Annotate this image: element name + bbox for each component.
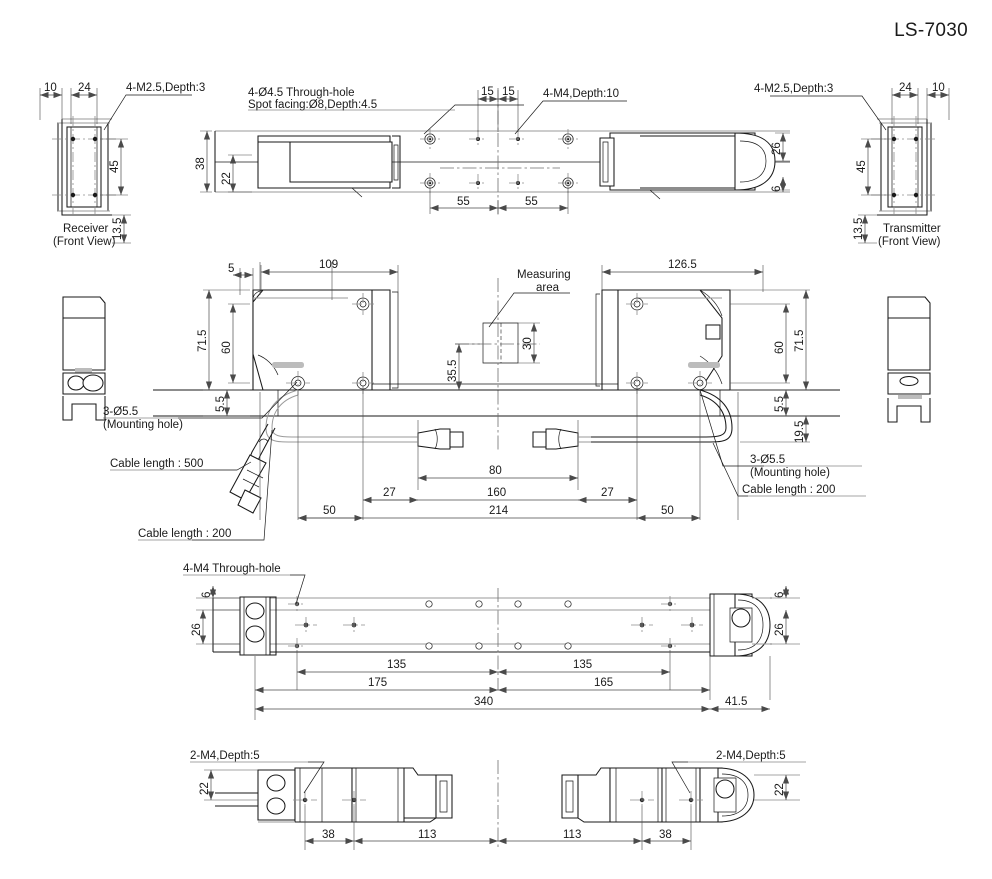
dim-middle-214: 214 [489,505,509,517]
view-receiver-front: 10 24 45 13.5 4-M2.5,Depth:3 Receiver (F… [39,82,205,248]
dim-measuring-offset-35-5: 35.5 [447,360,459,382]
dim-middle-right-60: 60 [774,341,786,354]
dim-receiver-edge-offset: 10 [44,82,57,94]
dim-transmitter-width: 24 [899,82,912,94]
note-mount-hole-left-line2: (Mounting hole) [103,419,183,431]
label-transmitter-line2: (Front View) [878,236,941,248]
right-head-mount-holes [626,293,712,395]
note-bottom-through-hole: 4-M4 Through-hole [183,563,281,575]
view-bottom-plan: 6 26 6 26 135 135 175 165 340 41.5 [183,563,800,720]
view-left-side-profile [62,296,106,421]
note-mount-hole-right-line2: (Mounting hole) [750,467,830,479]
dim-bottom-6-left: 6 [201,592,213,598]
dim-bottom-6-right: 6 [774,592,786,598]
connector-left [405,428,464,450]
view-top-plan: 38 22 55 55 15 15 26 6 4-Ø4.5 Throug [195,86,790,215]
dim-transmitter-hole-pitch: 45 [856,160,868,173]
connector-right [532,428,591,450]
tapped-hole-symbols [469,130,527,192]
dim-top-pitch-left: 55 [457,196,470,208]
dim-middle-80: 80 [489,465,502,477]
dim-middle-left-71-5: 71.5 [197,330,209,352]
dim-bottom-26-right: 26 [774,623,786,636]
dim-top-center-15-left: 15 [481,86,494,98]
dim-bottom-41-5: 41.5 [725,696,747,708]
dim-middle-right-5-5: 5.5 [774,396,786,412]
note-measuring-line2: area [536,282,560,294]
note-cable-500: Cable length : 500 [110,458,203,470]
through-hole-symbols [420,129,578,193]
view-end-section-left: 22 38 113 2-M4,Depth:5 [190,750,499,850]
view-right-side-profile [887,296,931,423]
note-tap-m4: 4-M4,Depth:10 [543,88,619,100]
dim-middle-left-5: 5 [228,263,234,275]
label-receiver-line1: Receiver [63,223,109,235]
dim-bottom-135-left: 135 [387,659,406,671]
dim-bottom-26-left: 26 [191,623,203,636]
note-mount-hole-right-line1: 3-Ø5.5 [750,454,785,466]
dim-end-38-left: 38 [322,829,335,841]
note-cable-200-right: Cable length : 200 [742,484,835,496]
dim-receiver-base-height: 13.5 [112,218,124,240]
dim-middle-50-right: 50 [661,505,674,517]
dim-end-113-left: 113 [418,829,436,841]
dim-middle-left-109: 109 [319,259,338,271]
bottom-plan-holes [288,596,703,654]
dim-middle-right-71-5: 71.5 [794,330,806,352]
note-transmitter-tap: 4-M2.5,Depth:3 [754,83,833,95]
dim-middle-27-left: 27 [383,487,396,499]
dim-bottom-175: 175 [368,677,387,689]
dim-end-38-right: 38 [659,829,672,841]
note-end-tap-left: 2-M4,Depth:5 [190,750,260,762]
dim-middle-right-126-5: 126.5 [668,259,697,271]
note-cable-200-left: Cable length : 200 [138,528,231,540]
label-transmitter-line1: Transmitter [883,223,941,235]
dim-bottom-135-right: 135 [573,659,592,671]
note-measuring-line1: Measuring [517,269,571,281]
dim-end-113-right: 113 [563,829,581,841]
note-mount-hole-left-line1: 3-Ø5.5 [103,406,138,418]
dim-middle-50-left: 50 [323,505,336,517]
dim-top-right-26: 26 [771,142,783,155]
dim-top-height-22: 22 [221,172,233,185]
dim-middle-160: 160 [487,487,506,499]
view-end-section-right: 22 113 38 2-M4,Depth:5 [498,750,806,850]
dim-middle-right-19-5: 19.5 [794,421,806,443]
dim-top-right-6: 6 [771,186,783,192]
dim-transmitter-base-height: 13.5 [853,218,865,240]
note-receiver-tap: 4-M2.5,Depth:3 [126,82,205,94]
dim-bottom-165: 165 [594,677,613,689]
note-end-tap-right: 2-M4,Depth:5 [716,750,786,762]
label-receiver-line2: (Front View) [53,236,116,248]
dim-top-center-15-right: 15 [502,86,515,98]
dim-transmitter-edge-offset: 10 [932,82,945,94]
dim-middle-left-5-5: 5.5 [215,396,227,412]
dim-receiver-hole-pitch: 45 [109,160,121,173]
dim-end-22-left: 22 [199,782,211,795]
dim-top-pitch-right: 55 [525,196,538,208]
dim-middle-left-60: 60 [221,341,233,354]
dim-top-height-38: 38 [195,157,207,170]
note-through-hole-line2: Spot facing:Ø8,Depth:4.5 [248,99,377,111]
model-title: LS-7030 [894,20,968,41]
note-through-hole-line1: 4-Ø4.5 Through-hole [248,87,355,99]
dim-end-22-right: 22 [774,783,786,796]
view-transmitter-front: 24 10 45 13.5 4-M2.5,Depth:3 Transmitter… [754,82,950,248]
dim-middle-27-right: 27 [601,487,614,499]
dim-measuring-30: 30 [522,337,534,350]
dim-receiver-width: 24 [78,82,91,94]
view-middle-plan: 30 35.5 Measuring area 5 109 71.5 60 5.5 [103,259,866,541]
dim-bottom-340: 340 [474,696,493,708]
